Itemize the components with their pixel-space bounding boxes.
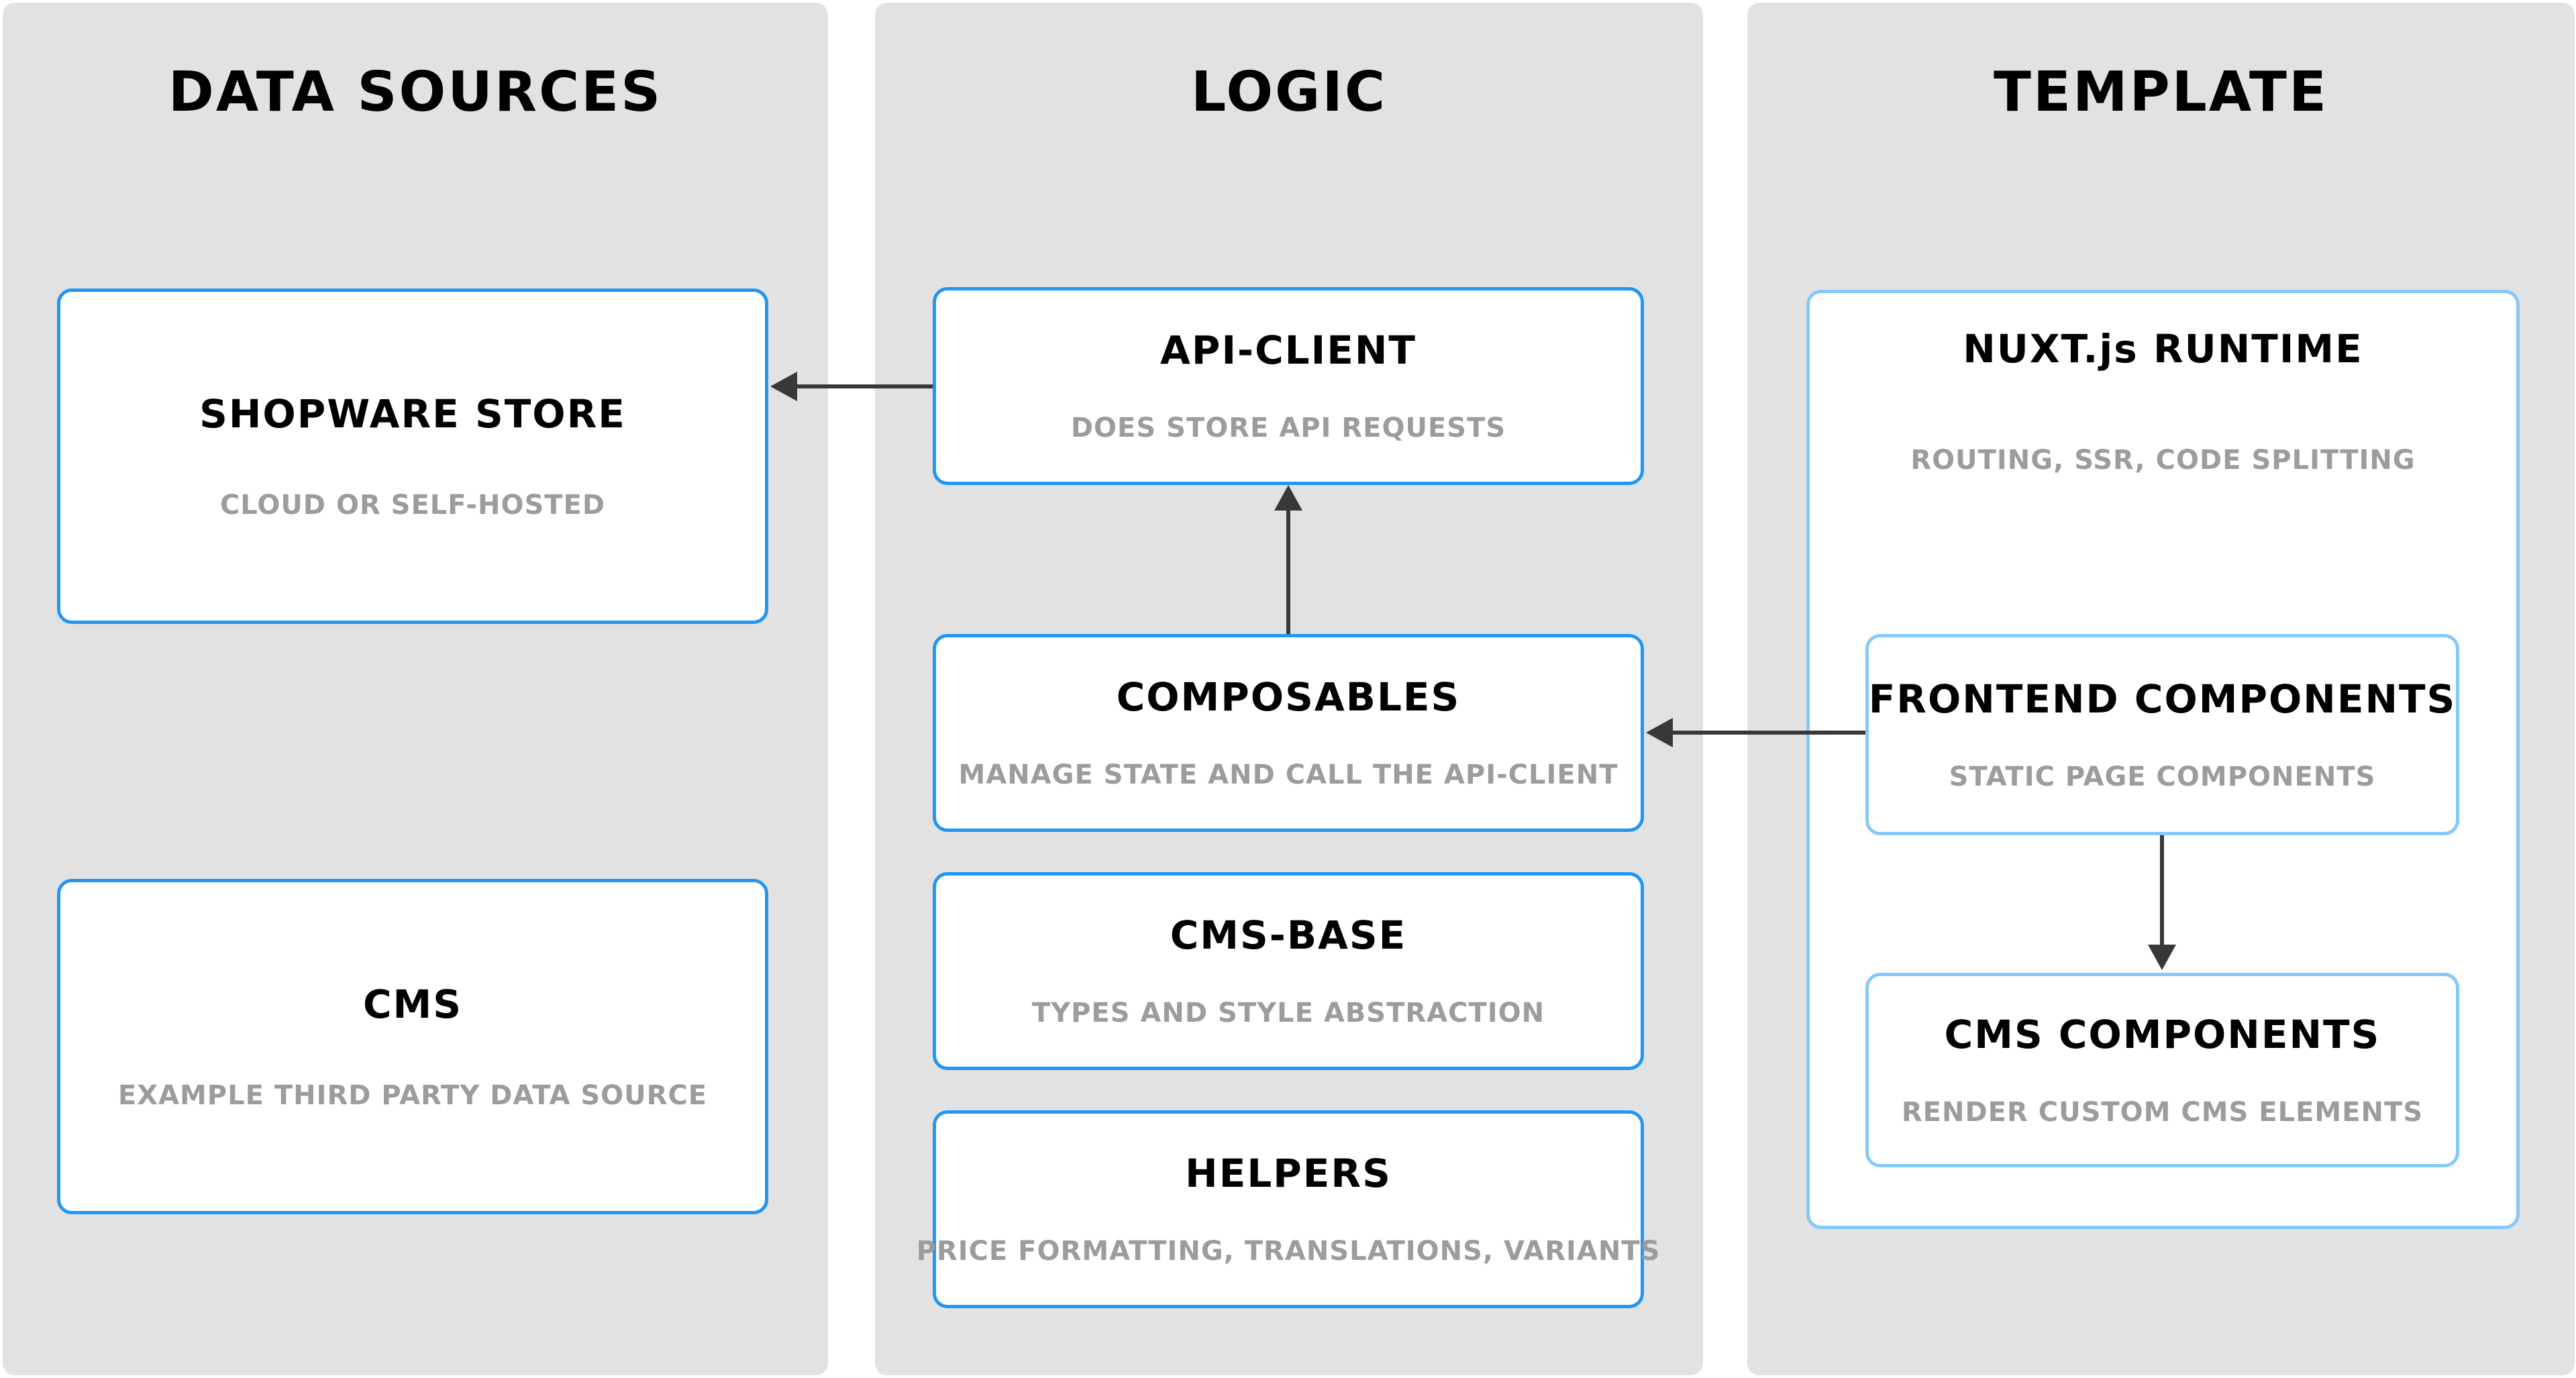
arrow-head: [1274, 485, 1302, 511]
node-subtitle-cms: EXAMPLE THIRD PARTY DATA SOURCE: [117, 1079, 708, 1111]
node-subtitle-cms-base: TYPES AND STYLE ABSTRACTION: [1031, 998, 1545, 1028]
node-title-api-client: API-CLIENT: [1160, 327, 1416, 373]
column-title-logic: LOGIC: [1190, 60, 1388, 124]
node-title-cms-base: CMS-BASE: [1170, 912, 1407, 958]
node-cms-components: CMS COMPONENTS RENDER CUSTOM CMS ELEMENT…: [1865, 973, 2459, 1167]
node-subtitle-cms-components: RENDER CUSTOM CMS ELEMENTS: [1901, 1096, 2424, 1128]
column-title-data-sources: DATA SOURCES: [168, 60, 663, 124]
arrow-line: [1671, 731, 1865, 735]
node-helpers: HELPERS PRICE FORMATTING, TRANSLATIONS, …: [917, 1110, 1659, 1308]
node-title-nuxt-runtime: NUXT.js RUNTIME: [1963, 326, 2363, 372]
node-frontend-components: FRONTEND COMPONENTS STATIC PAGE COMPONEN…: [1865, 634, 2459, 835]
node-subtitle-composables: MANAGE STATE AND CALL THE API-CLIENT: [958, 759, 1618, 790]
node-title-helpers: HELPERS: [1185, 1151, 1392, 1196]
column-title-template: TEMPLATE: [1994, 60, 2328, 124]
node-title-cms-components: CMS COMPONENTS: [1944, 1011, 2381, 1057]
node-api-client: API-CLIENT DOES STORE API REQUESTS: [933, 287, 1644, 485]
arrow-line: [1286, 508, 1290, 634]
node-composables: COMPOSABLES MANAGE STATE AND CALL THE AP…: [933, 634, 1644, 832]
node-title-shopware-store: SHOPWARE STORE: [199, 390, 626, 437]
node-title-composables: COMPOSABLES: [1116, 674, 1461, 720]
node-cms-base: CMS-BASE TYPES AND STYLE ABSTRACTION: [933, 872, 1644, 1070]
arrow-line: [796, 384, 933, 388]
node-subtitle-shopware-store: CLOUD OR SELF-HOSTED: [219, 489, 606, 521]
node-subtitle-nuxt-runtime: ROUTING, SSR, CODE SPLITTING: [1910, 445, 2416, 476]
arrow-line: [2160, 835, 2164, 946]
node-title-cms: CMS: [362, 981, 463, 1027]
arrow-head: [770, 372, 797, 401]
arrow-head: [1646, 718, 1673, 747]
node-subtitle-helpers: PRICE FORMATTING, TRANSLATIONS, VARIANTS: [916, 1236, 1661, 1267]
node-subtitle-frontend-components: STATIC PAGE COMPONENTS: [1949, 761, 2376, 792]
node-subtitle-api-client: DOES STORE API REQUESTS: [1070, 413, 1506, 443]
node-title-frontend-components: FRONTEND COMPONENTS: [1868, 676, 2457, 722]
node-cms: CMS EXAMPLE THIRD PARTY DATA SOURCE: [57, 879, 768, 1214]
node-shopware-store: SHOPWARE STORE CLOUD OR SELF-HOSTED: [57, 288, 768, 624]
arrow-head: [2148, 945, 2176, 970]
